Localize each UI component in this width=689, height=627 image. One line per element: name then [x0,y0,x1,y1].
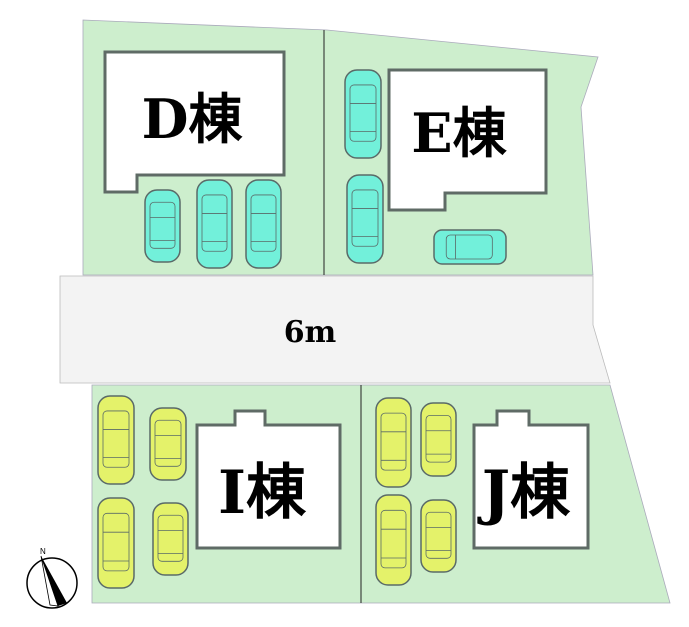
road-width-label: 6m [284,315,337,350]
road [59,275,611,384]
north-compass-icon: N [26,547,78,609]
lot-label-d: D棟 [142,87,244,151]
building-d [103,50,286,194]
car-icon [245,179,282,269]
car-icon [196,179,233,269]
car-icon [344,69,382,159]
building-i [195,409,342,550]
car-icon [420,402,457,477]
car-icon [375,397,412,488]
car-icon [346,174,384,264]
lot-label-e: E棟 [411,101,507,165]
parking-cars [97,69,507,589]
lot-label-j: J棟 [477,458,571,528]
car-icon [97,497,135,589]
car-icon [97,395,135,485]
building-j [472,409,590,550]
lot-label-i: I棟 [218,458,307,528]
car-icon [433,229,507,265]
car-icon [420,499,457,573]
building-e [387,68,548,212]
car-icon [149,407,187,481]
car-icon [375,494,412,586]
compass-north-label: N [40,547,46,556]
car-icon [144,189,181,263]
car-icon [152,502,189,576]
